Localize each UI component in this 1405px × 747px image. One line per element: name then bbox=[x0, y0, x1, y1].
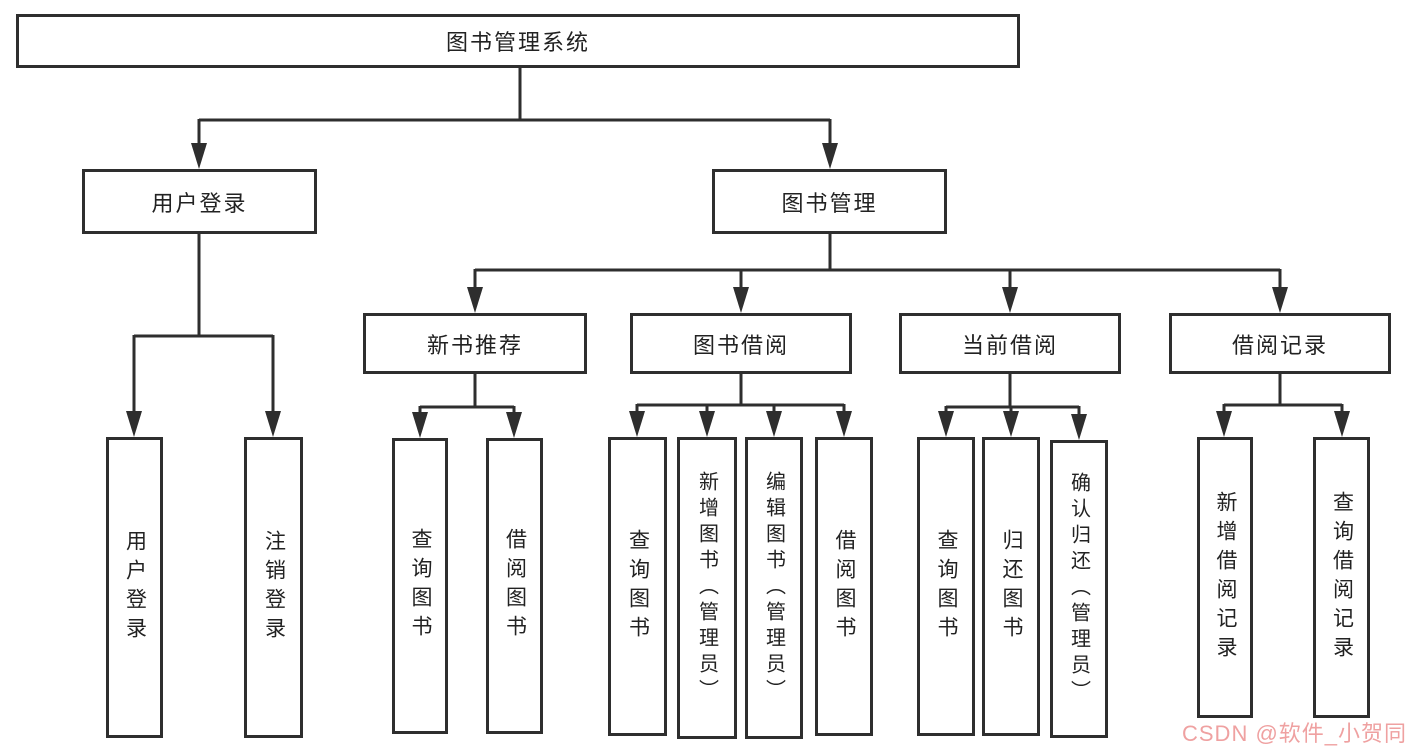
node-book-borrow: 图书借阅 bbox=[630, 313, 852, 374]
node-library-management-system: 图书管理系统 bbox=[16, 14, 1020, 68]
leaf-cb-query-book: 查询图书 bbox=[917, 437, 975, 736]
leaf-nbr-query-book: 查询图书 bbox=[392, 438, 448, 734]
leaf-cb-return-book: 归还图书 bbox=[982, 437, 1040, 736]
leaf-bb-query-book: 查询图书 bbox=[608, 437, 667, 736]
node-current-borrow: 当前借阅 bbox=[899, 313, 1121, 374]
leaf-bb-edit-book-admin: 编辑图书（管理员） bbox=[745, 437, 803, 739]
node-borrow-records: 借阅记录 bbox=[1169, 313, 1391, 374]
leaf-bb-borrow-book: 借阅图书 bbox=[815, 437, 873, 736]
leaf-br-query-record: 查询借阅记录 bbox=[1313, 437, 1370, 718]
leaf-cb-confirm-return-admin: 确认归还（管理员） bbox=[1050, 440, 1108, 738]
node-user-login-branch: 用户登录 bbox=[82, 169, 317, 234]
node-new-book-recommend: 新书推荐 bbox=[363, 313, 587, 374]
leaf-bb-add-book-admin: 新增图书（管理员） bbox=[677, 437, 737, 739]
leaf-logout: 注销登录 bbox=[244, 437, 303, 738]
leaf-br-add-record: 新增借阅记录 bbox=[1197, 437, 1253, 718]
node-book-management-branch: 图书管理 bbox=[712, 169, 947, 234]
leaf-user-login: 用户登录 bbox=[106, 437, 163, 738]
leaf-nbr-borrow-book: 借阅图书 bbox=[486, 438, 543, 734]
csdn-watermark: CSDN @软件_小贺同学 bbox=[1182, 721, 1405, 746]
